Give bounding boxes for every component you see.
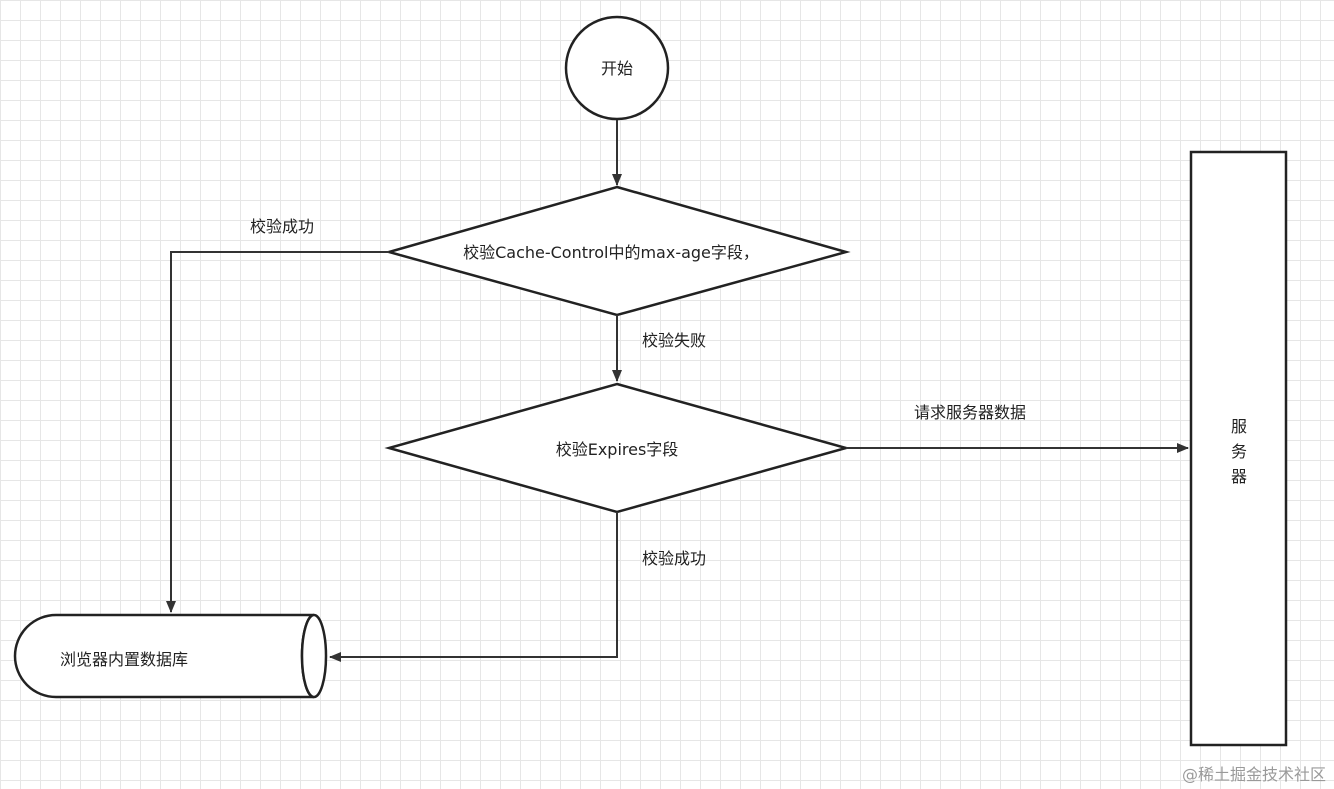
server-label-char-2: 务 [1231, 442, 1247, 461]
max-age-fail-label: 校验失败 [642, 331, 706, 350]
max-age-success-label: 校验成功 [250, 217, 314, 236]
server-node: 服 务 器 [1189, 150, 1288, 747]
browser-db-label: 浏览器内置数据库 [60, 650, 188, 669]
expires-success-label: 校验成功 [642, 549, 706, 568]
browser-db-node: 浏览器内置数据库 [13, 613, 328, 699]
max-age-check-label: 校验Cache-Control中的max-age字段， [463, 243, 759, 262]
server-label-char-1: 服 [1231, 417, 1247, 436]
start-node: 开始 [564, 15, 670, 121]
edge-max-age-to-db [166, 251, 389, 613]
max-age-check-node: 校验Cache-Control中的max-age字段， [384, 185, 851, 317]
start-label: 开始 [601, 59, 633, 78]
server-label-char-3: 器 [1231, 467, 1247, 486]
watermark: @稀土掘金技术社区 [1181, 765, 1326, 784]
expires-check-label: 校验Expires字段 [556, 440, 679, 459]
request-server-label: 请求服务器数据 [914, 403, 1026, 422]
edge-expires-to-db [329, 512, 618, 662]
expires-check-node: 校验Expires字段 [384, 382, 851, 514]
